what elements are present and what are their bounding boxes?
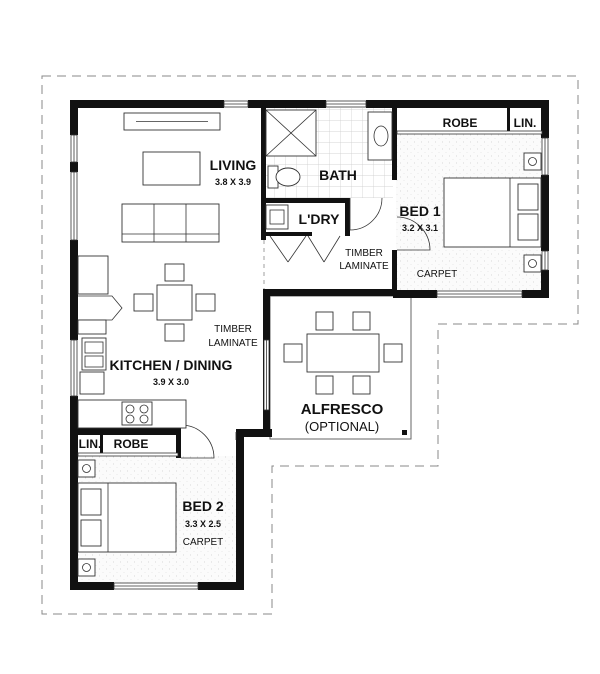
kitchen-fixtures [77, 255, 187, 429]
living-label: LIVING [210, 157, 257, 173]
dining-table [156, 284, 193, 321]
bed2-linen-label: LIN. [79, 437, 102, 451]
dining-furniture [133, 263, 216, 342]
coffee-table [142, 151, 201, 186]
alfresco-furniture [283, 311, 403, 395]
bed1-linen-label: LIN. [514, 116, 537, 130]
doors [180, 197, 431, 459]
fridge [77, 255, 109, 295]
bed2-label: BED 2 [182, 498, 223, 514]
alfresco-label: ALFRESCO [301, 401, 384, 418]
bed1-robe-label: ROBE [443, 116, 478, 130]
bed1-bedside-top [523, 152, 542, 171]
bed2-floor: CARPET [183, 537, 224, 548]
washing-machine [265, 204, 289, 230]
bed1-label: BED 1 [399, 203, 440, 219]
bed2-furniture [77, 459, 177, 577]
living-size: 3.8 X 3.9 [215, 177, 251, 187]
pantry [77, 319, 107, 335]
external-walls [70, 100, 549, 590]
bath-label: BATH [319, 167, 357, 183]
bed2-size: 3.3 X 2.5 [185, 519, 221, 529]
living-furniture [121, 112, 221, 243]
bed2-robe-label: ROBE [114, 437, 149, 451]
laundry-label: L'DRY [299, 211, 341, 227]
alfresco-post [402, 430, 407, 435]
dishwasher [79, 371, 105, 395]
windows [70, 100, 549, 590]
alfresco-table [306, 333, 380, 373]
bed1-bedside-bottom [523, 254, 542, 273]
eaves-outline [41, 75, 579, 615]
alfresco-note: (OPTIONAL) [305, 419, 379, 434]
kitchen-floor-line1: TIMBER [214, 324, 252, 335]
cooktop [121, 401, 153, 426]
hall-floor-line2: LAMINATE [339, 261, 389, 272]
sofa [121, 203, 220, 243]
sink [81, 337, 107, 371]
bed1-size: 3.2 X 3.1 [402, 223, 438, 233]
kitchen-size: 3.9 X 3.0 [153, 377, 189, 387]
toilet-bowl [275, 167, 301, 187]
bath-fixtures [265, 109, 393, 230]
bed1-floor: CARPET [417, 269, 458, 280]
kitchen-floor-line2: LAMINATE [208, 338, 258, 349]
bed1-furniture [443, 152, 542, 273]
bed2-bedside-top [77, 459, 96, 478]
bed2-bedside-bottom [77, 558, 96, 577]
kitchen-label: KITCHEN / DINING [110, 357, 233, 373]
hall-floor-line1: TIMBER [345, 248, 383, 259]
